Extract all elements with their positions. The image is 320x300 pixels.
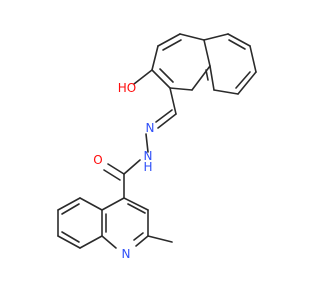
bond: [133, 69, 153, 85]
bond: [147, 235, 173, 243]
bond: [227, 33, 251, 47]
structure-diagram: HO N N H O N: [57, 33, 257, 261]
ring-n-label: N: [122, 247, 131, 261]
bond: [157, 33, 181, 47]
bond: [228, 39, 246, 50]
bond: [133, 232, 144, 241]
bond-layer: [57, 33, 257, 249]
bond: [145, 133, 149, 153]
bond: [57, 235, 81, 249]
bond: [135, 235, 149, 247]
bond: [159, 68, 174, 83]
bond: [107, 163, 125, 175]
bond: [155, 109, 173, 123]
imine-n-label: N: [146, 121, 155, 135]
bond: [101, 197, 125, 211]
bond: [127, 203, 146, 214]
bond: [103, 169, 121, 181]
bond: [57, 197, 81, 211]
bond: [61, 231, 80, 243]
bond: [179, 33, 205, 41]
bond: [213, 89, 239, 95]
atom-label-layer: HO N N H O N: [93, 81, 154, 261]
bond: [162, 39, 182, 51]
bond: [235, 71, 251, 89]
bond: [249, 45, 257, 73]
bond: [123, 197, 149, 211]
amide-h-label: H: [143, 160, 152, 174]
bond: [209, 65, 215, 91]
bond: [151, 45, 159, 71]
bond: [203, 33, 229, 41]
bond: [191, 65, 211, 91]
amide-n-label: N: [144, 149, 153, 163]
bond: [237, 71, 257, 95]
bond: [157, 113, 177, 129]
bond: [123, 159, 141, 175]
bond: [169, 87, 193, 91]
bond: [169, 87, 177, 115]
bond: [151, 69, 171, 89]
bond: [79, 197, 103, 211]
bond: [79, 235, 103, 249]
bond: [61, 203, 80, 215]
hydroxyl-label: HO: [118, 81, 136, 95]
bond: [101, 235, 117, 249]
bond: [205, 69, 209, 81]
bond: [203, 39, 211, 67]
carbonyl-o-label: O: [93, 153, 102, 167]
